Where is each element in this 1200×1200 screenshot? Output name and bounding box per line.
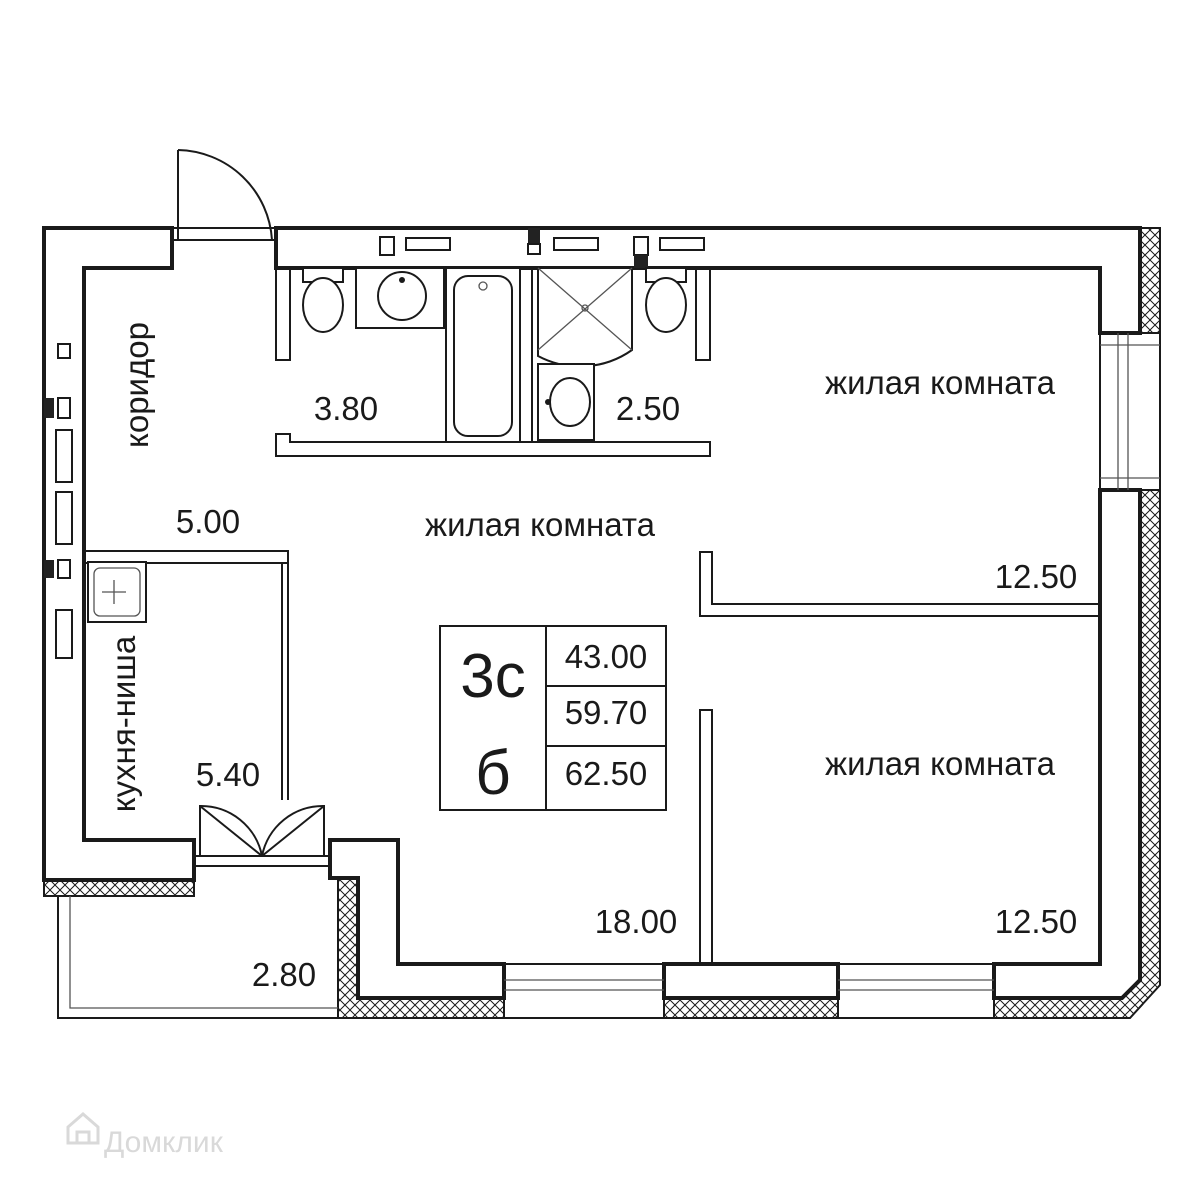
house-icon [66, 1112, 100, 1145]
kitchen-sink [87, 561, 147, 623]
balcony [57, 896, 338, 1019]
bedroom-bottom-label: жилая комната [825, 745, 1056, 782]
room-labels: коридор 5.00 кухня-ниша 5.40 2.80 3.80 2… [105, 322, 1077, 993]
bathroom-fixtures [302, 267, 521, 443]
living-main-area: 18.00 [595, 903, 678, 940]
windows [503, 332, 1161, 1019]
kitchen-area: 5.40 [196, 756, 260, 793]
interior-walls [44, 228, 1101, 965]
bathroom-area: 3.80 [314, 390, 378, 427]
bedroom-bottom-area: 12.50 [995, 903, 1078, 940]
watermark-text: Домклик [104, 1126, 224, 1159]
section-letter: б [475, 739, 511, 808]
wc-area: 2.50 [616, 390, 680, 427]
living-main-label: жилая комната [425, 506, 656, 543]
balcony-double-door [193, 804, 331, 867]
apartment-type: 3с [460, 642, 525, 711]
corridor-area: 5.00 [176, 503, 240, 540]
kitchen-label: кухня-ниша [105, 635, 142, 812]
total-with-balcony-value: 62.50 [565, 755, 648, 792]
total-area-value: 59.70 [565, 694, 648, 731]
wc-fixtures [537, 267, 687, 441]
watermark: Домклик [66, 1112, 224, 1159]
living-area-value: 43.00 [565, 638, 648, 675]
balcony-area: 2.80 [252, 956, 316, 993]
entrance-door [171, 149, 277, 241]
bedroom-top-label: жилая комната [825, 364, 1056, 401]
bedroom-top-area: 12.50 [995, 558, 1078, 595]
summary-box: 3с б 43.00 59.70 62.50 [439, 625, 667, 811]
corridor-label: коридор [118, 322, 155, 448]
